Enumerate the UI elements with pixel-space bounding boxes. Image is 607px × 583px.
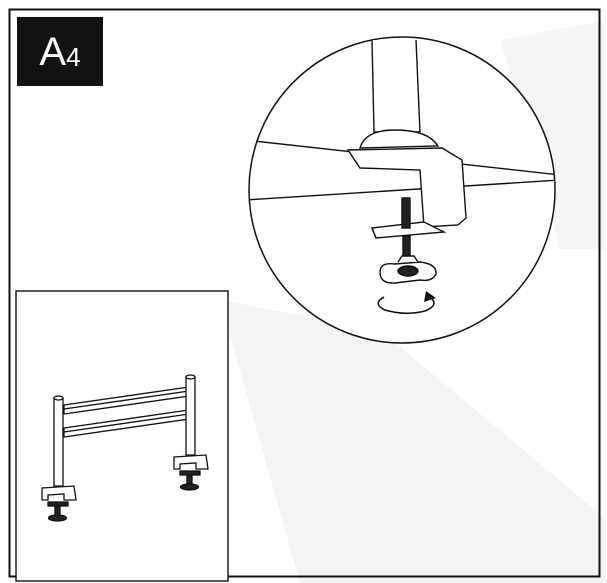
pole-collar: [359, 129, 440, 149]
background-shade: [500, 20, 607, 250]
outer-border: [8, 8, 601, 578]
step-letter: A: [39, 29, 67, 74]
step-number: 4: [66, 41, 81, 72]
clamp-bracket: [346, 147, 467, 228]
overview-inset: [15, 290, 229, 582]
rotate-arrow-icon: [377, 291, 436, 315]
right-clamp: [173, 454, 209, 470]
right-clamp-knob: [179, 483, 200, 491]
crossbar-line: [63, 413, 190, 433]
left-clamp: [41, 485, 77, 501]
desk-edge: [249, 179, 555, 201]
knob-center: [397, 265, 419, 277]
clamp-detail-zoom: [248, 36, 556, 344]
step-badge: A 4: [17, 17, 103, 86]
screw-upper: [401, 197, 411, 229]
knob-collar: [397, 255, 419, 263]
right-pole: [185, 376, 196, 456]
inset-frame: [15, 290, 229, 582]
pole: [371, 39, 421, 133]
left-clamp-knob: [47, 514, 68, 522]
crossbar-line: [63, 390, 190, 410]
background-shade: [220, 300, 607, 583]
clamp-jaw-edge: [371, 227, 377, 239]
left-pole-cap: [53, 395, 64, 401]
right-pole-cap: [185, 374, 196, 380]
left-pole: [53, 397, 64, 487]
